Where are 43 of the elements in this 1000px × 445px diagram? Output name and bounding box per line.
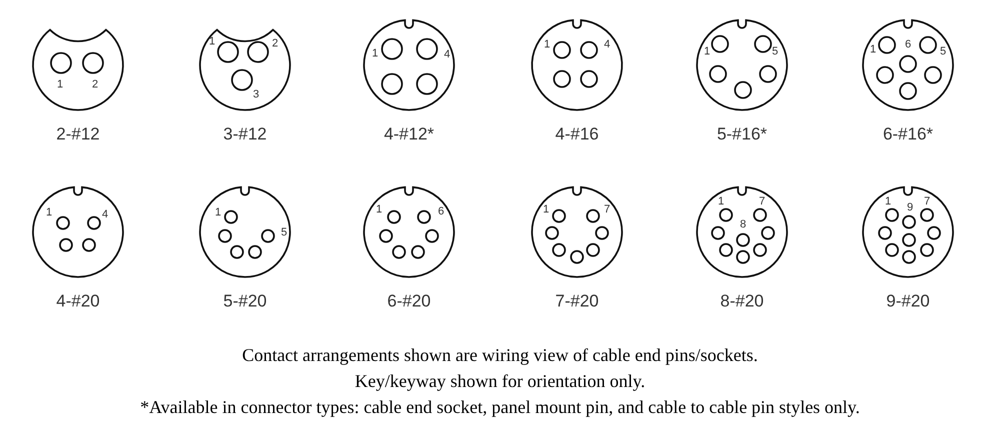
pin-number: 1 xyxy=(214,208,222,218)
pin-number: 6 xyxy=(904,40,912,50)
pin-number: 5 xyxy=(940,46,946,58)
pin-number: 1 xyxy=(884,196,892,208)
pin-number: 6 xyxy=(438,206,444,218)
pin-number: 5 xyxy=(280,228,288,238)
pin-number: 4 xyxy=(102,210,108,220)
pin-number: 2 xyxy=(92,80,98,90)
pin-number: 2 xyxy=(272,38,278,50)
connector-label: 4-#20 xyxy=(56,292,100,310)
connector-label: 2-#12 xyxy=(56,126,100,142)
pin-number: 1 xyxy=(544,40,550,50)
connector-label: 4-#16 xyxy=(555,126,599,142)
pin-number: 1 xyxy=(704,46,710,58)
note-text: *Available in connector types: cable end socket, panel mount pin, and cable to cable pin styles only. xyxy=(139,398,861,416)
pin-number: 4 xyxy=(604,40,610,50)
pin-number: 5 xyxy=(772,46,778,58)
connector-label: 3-#12 xyxy=(223,126,267,142)
pin-number: 3 xyxy=(252,90,260,100)
pin-number: 1 xyxy=(542,204,550,216)
pin-number: 9 xyxy=(906,202,914,214)
pin-number: 1 xyxy=(718,196,724,208)
pin-number: 1 xyxy=(46,208,52,218)
pin-number: 4 xyxy=(444,50,450,60)
pin-number: 1 xyxy=(870,44,876,56)
connector-label: 7-#20 xyxy=(555,292,599,310)
pin-number: 8 xyxy=(740,220,746,230)
connector-label: 8-#20 xyxy=(720,292,764,310)
connector-label: 5-#20 xyxy=(223,292,267,310)
pin-number: 1 xyxy=(376,204,382,216)
connector-label: 5-#16* xyxy=(716,126,768,142)
pin-number: 7 xyxy=(924,196,930,208)
connector-label: 6-#16* xyxy=(882,126,934,142)
pin-number: 1 xyxy=(56,80,64,90)
note-text: Key/keyway shown for orientation only. xyxy=(354,372,646,390)
pin-number: 7 xyxy=(604,204,610,216)
connector-label: 6-#20 xyxy=(387,292,431,310)
connector-label: 9-#20 xyxy=(886,292,930,310)
pin-number: 1 xyxy=(372,48,378,60)
connector-label: 4-#12* xyxy=(384,126,434,142)
note-text: Contact arrangements shown are wiring view of cable end pins/sockets. xyxy=(241,346,759,364)
pin-number: 7 xyxy=(758,196,766,208)
pin-number: 1 xyxy=(208,36,216,48)
